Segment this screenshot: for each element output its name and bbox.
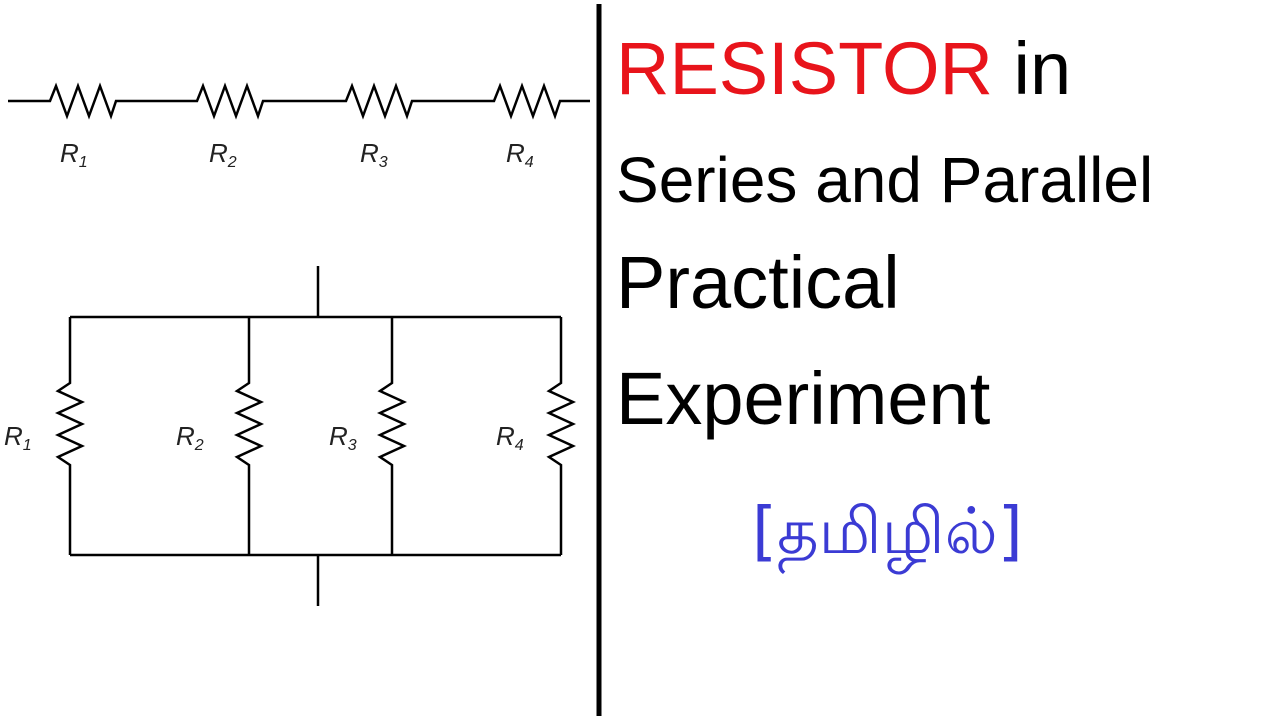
parallel-label-r1: R1 (4, 421, 32, 454)
title-line-4: Experiment (616, 357, 991, 440)
parallel-resistor-r4 (545, 317, 577, 555)
title-line-3: Practical (616, 241, 900, 324)
language-tag: [தமிழில்] (752, 495, 1023, 569)
series-label-r3: R3 (360, 138, 388, 171)
title-accent-resistor: RESISTOR (616, 27, 993, 110)
parallel-resistor-r2 (233, 317, 265, 555)
series-resistor-r2 (185, 82, 273, 120)
series-label-r2: R2 (209, 138, 237, 171)
series-label-r1: R1 (60, 138, 88, 171)
series-circuit (8, 82, 590, 120)
series-label-r4: R4 (506, 138, 534, 171)
parallel-resistor-r3 (376, 317, 408, 555)
parallel-label-r3: R3 (329, 421, 357, 454)
parallel-label-r2: R2 (176, 421, 204, 454)
parallel-resistor-r1 (54, 317, 86, 555)
parallel-circuit (54, 266, 577, 606)
series-resistor-r4 (482, 82, 570, 120)
series-resistor-r1 (38, 82, 126, 120)
title-line-2: Series and Parallel (616, 144, 1154, 216)
title-in: in (992, 27, 1072, 110)
series-resistor-r3 (334, 82, 422, 120)
title-line-1: RESISTOR in (616, 32, 1071, 106)
parallel-label-r4: R4 (496, 421, 524, 454)
